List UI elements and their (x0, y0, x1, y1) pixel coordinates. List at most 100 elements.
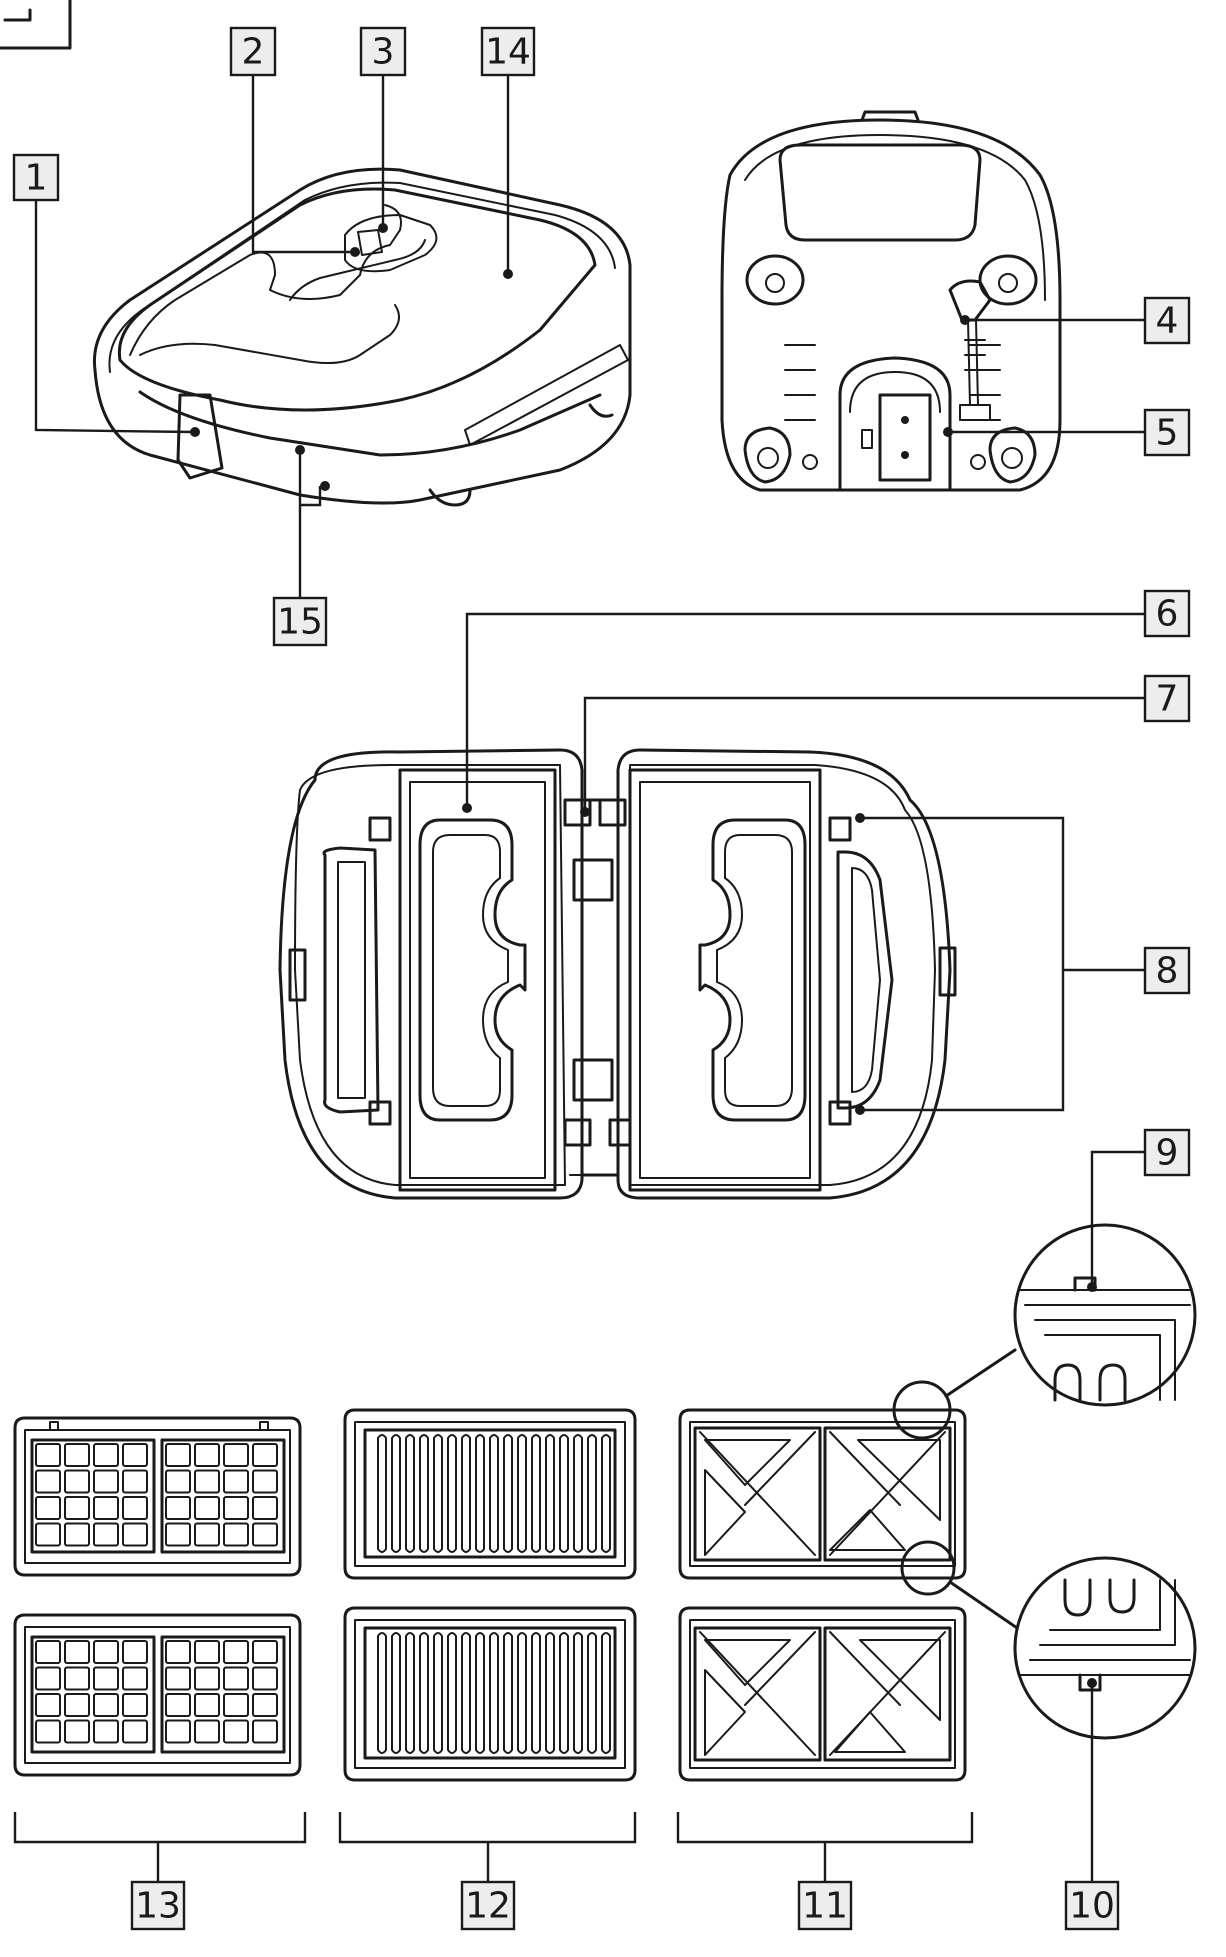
waffle-cell (165, 1443, 191, 1467)
label-13: 13 (130, 1880, 186, 1931)
grill-rib (587, 1434, 597, 1553)
waffle-cell (93, 1640, 119, 1664)
grill-rib (545, 1434, 555, 1553)
open-appliance-view (278, 748, 957, 1200)
label-4-text: 4 (1156, 301, 1179, 342)
sandwich-plate-bottom (678, 1606, 967, 1782)
waffle-cell (165, 1469, 191, 1494)
grill-rib (601, 1434, 611, 1553)
waffle-cell (64, 1469, 90, 1494)
waffle-cell (252, 1496, 278, 1520)
detail-circle-lower (900, 1540, 1197, 1740)
waffle-cell (64, 1719, 90, 1744)
grill-rib (419, 1632, 429, 1754)
corner-fragment (0, 0, 72, 50)
label-14: 14 (480, 26, 536, 77)
waffle-cell (64, 1693, 90, 1717)
back-view (720, 110, 1062, 492)
label-12: 12 (460, 1880, 516, 1931)
waffle-cell (122, 1469, 148, 1494)
waffle-cell (64, 1443, 90, 1467)
grill-rib (531, 1434, 541, 1553)
waffle-cell (165, 1522, 191, 1547)
waffle-cell (64, 1666, 90, 1691)
grill-rib (391, 1632, 401, 1754)
waffle-cell (93, 1443, 119, 1467)
waffle-cell (122, 1693, 148, 1717)
label-11: 11 (797, 1880, 853, 1931)
label-10: 10 (1064, 1880, 1120, 1931)
waffle-cell (194, 1666, 220, 1691)
waffle-cell (93, 1522, 119, 1547)
grill-rib (503, 1632, 513, 1754)
waffle-cell (194, 1522, 220, 1547)
grill-rib (377, 1632, 387, 1754)
bracket-12 (338, 1812, 637, 1882)
waffle-cell (223, 1693, 249, 1717)
label-3: 3 (359, 26, 407, 77)
waffle-cell (223, 1496, 249, 1520)
waffle-cell (252, 1719, 278, 1744)
waffle-cell (165, 1496, 191, 1520)
label-1: 1 (12, 153, 60, 202)
waffle-cell (64, 1496, 90, 1520)
grill-rib (517, 1632, 527, 1754)
grill-rib (489, 1632, 499, 1754)
label-15: 15 (272, 596, 328, 647)
label-6: 6 (1143, 589, 1191, 638)
waffle-cell (122, 1443, 148, 1467)
label-14-text: 14 (485, 32, 531, 73)
grill-rib (461, 1632, 471, 1754)
waffle-cell (223, 1469, 249, 1494)
grill-rib (573, 1632, 583, 1754)
grill-plate-top (343, 1408, 637, 1580)
label-1-text: 1 (25, 158, 48, 199)
label-2-text: 2 (242, 32, 265, 73)
waffle-cell (35, 1469, 61, 1494)
waffle-cell (122, 1666, 148, 1691)
grill-rib (503, 1434, 513, 1553)
waffle-cell (223, 1666, 249, 1691)
grill-rib (419, 1434, 429, 1553)
bracket-13 (13, 1812, 307, 1882)
label-7-text: 7 (1156, 679, 1179, 720)
grill-rib (461, 1434, 471, 1553)
waffle-cell (35, 1693, 61, 1717)
waffle-cell (194, 1693, 220, 1717)
grill-rib (475, 1434, 485, 1553)
label-9-text: 9 (1156, 1133, 1179, 1174)
waffle-cell (223, 1522, 249, 1547)
waffle-cell (194, 1496, 220, 1520)
waffle-plate-top (13, 1416, 302, 1577)
label-12-text: 12 (465, 1886, 511, 1927)
waffle-cell (165, 1666, 191, 1691)
grill-rib (489, 1434, 499, 1553)
grill-rib (405, 1434, 415, 1553)
label-8: 8 (1143, 946, 1191, 995)
closed-appliance-view (92, 167, 632, 507)
waffle-cell (122, 1522, 148, 1547)
grill-rib (531, 1632, 541, 1754)
waffle-cell (252, 1640, 278, 1664)
grill-rib (559, 1434, 569, 1553)
waffle-cells-top-left (35, 1443, 148, 1547)
grill-rib (601, 1632, 611, 1754)
grill-rib (587, 1632, 597, 1754)
label-2: 2 (229, 26, 277, 77)
waffle-cell (122, 1496, 148, 1520)
leader-lines (34, 75, 1145, 1882)
waffle-cell (194, 1469, 220, 1494)
grill-rib (447, 1632, 457, 1754)
waffle-cell (35, 1496, 61, 1520)
label-15-text: 15 (277, 602, 323, 643)
waffle-cell (165, 1640, 191, 1664)
label-5-text: 5 (1156, 413, 1179, 454)
waffle-cell (122, 1719, 148, 1744)
waffle-cell (223, 1640, 249, 1664)
waffle-cell (35, 1719, 61, 1744)
label-11-text: 11 (802, 1886, 848, 1927)
waffle-cell (35, 1666, 61, 1691)
waffle-cell (252, 1522, 278, 1547)
waffle-cells-top-right (165, 1443, 278, 1547)
